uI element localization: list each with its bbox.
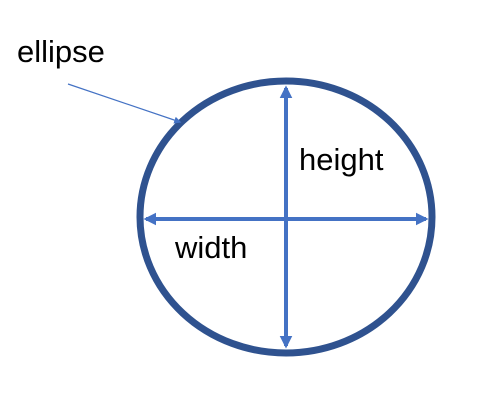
ellipse-pointer-arrow [67, 83, 182, 124]
ellipse-shape [136, 77, 436, 357]
height-label: height [299, 142, 384, 177]
width-label: width [174, 230, 247, 265]
ellipse-label: ellipse [17, 34, 105, 69]
